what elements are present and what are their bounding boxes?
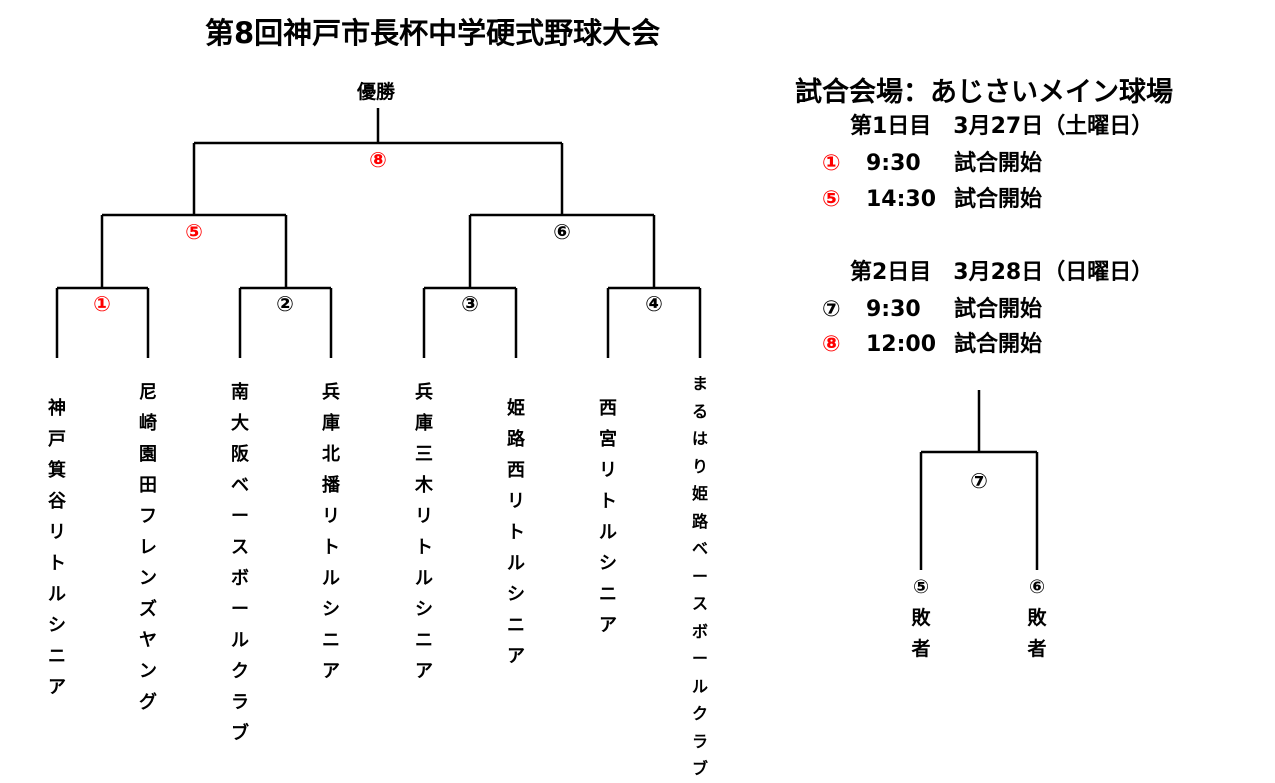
loser-left-number: ⑤ (912, 576, 930, 598)
match-number-quarter-3: ③ (461, 292, 479, 316)
match-number-quarter-2: ② (276, 292, 294, 316)
loser-right-label: 敗者 (1027, 607, 1047, 660)
schedule-label: 試合開始 (954, 151, 1043, 176)
schedule-time: 14:30 (866, 187, 937, 212)
team-name-3: 南大阪ベースボールクラブ (231, 382, 249, 744)
loser-right: ⑥ 敗者 (1022, 572, 1052, 665)
day-1-heading: 第1日目 3月27日（土曜日） (850, 114, 1154, 139)
loser-left-label: 敗者 (911, 607, 931, 660)
schedule-game-number: ⑧ (822, 332, 841, 357)
schedule-row: ⑦ 9:30 試合開始 (822, 291, 1042, 323)
champion-label: 優勝 (357, 81, 396, 103)
schedule-game-number: ① (822, 151, 841, 176)
loser-right-number: ⑥ (1028, 576, 1046, 598)
schedule-time: 9:30 (866, 297, 921, 322)
semi-bracket-line-left (100, 213, 288, 288)
tournament-title: 第8回神戸市長杯中学硬式野球大会 (205, 16, 661, 50)
match-number-quarter-1: ① (93, 292, 111, 316)
schedule-label: 試合開始 (954, 187, 1043, 212)
schedule-time: 12:00 (866, 332, 937, 357)
quarter-bracket-line-4 (606, 286, 702, 358)
match-number-third-place: ⑦ (970, 469, 988, 493)
team-name-8: まるはり姫路ベースボールクラブ (691, 374, 708, 778)
team-name-5: 兵庫三木リトルシニア (415, 382, 433, 682)
final-bracket-line (192, 108, 564, 215)
bracket-lines (55, 108, 1039, 570)
match-number-final: ⑧ (369, 148, 387, 172)
schedule-time: 9:30 (866, 151, 921, 176)
match-number-semi-1: ⑤ (185, 220, 203, 244)
team-name-4: 兵庫北播リトルシニア (322, 382, 340, 682)
schedule-label: 試合開始 (954, 297, 1043, 322)
venue-title: 試合会場：あじさいメイン球場 (795, 77, 1173, 108)
team-name-6: 姫路西リトルシニア (507, 398, 525, 667)
team-name-2: 尼崎園田フレンズヤング (139, 382, 157, 713)
schedule-row: ⑧ 12:00 試合開始 (822, 326, 1042, 358)
schedule-row: ① 9:30 試合開始 (822, 145, 1042, 177)
semi-bracket-line-right (468, 213, 656, 288)
schedule-game-number: ⑤ (822, 187, 841, 212)
team-name-7: 西宮リトルシニア (599, 398, 617, 636)
day-2-heading: 第2日目 3月28日（日曜日） (850, 260, 1154, 285)
quarter-bracket-line-1 (55, 286, 150, 358)
quarter-bracket-line-2 (238, 286, 333, 358)
team-name-1: 神戸箕谷リトルシニア (48, 398, 66, 698)
schedule-label: 試合開始 (954, 332, 1043, 357)
quarter-bracket-line-3 (422, 286, 518, 358)
schedule-game-number: ⑦ (822, 297, 841, 322)
loser-left: ⑤ 敗者 (906, 572, 936, 665)
schedule-row: ⑤ 14:30 試合開始 (822, 181, 1042, 213)
match-number-semi-2: ⑥ (553, 220, 571, 244)
third-place-bracket-line (919, 390, 1039, 570)
match-number-quarter-4: ④ (645, 292, 663, 316)
